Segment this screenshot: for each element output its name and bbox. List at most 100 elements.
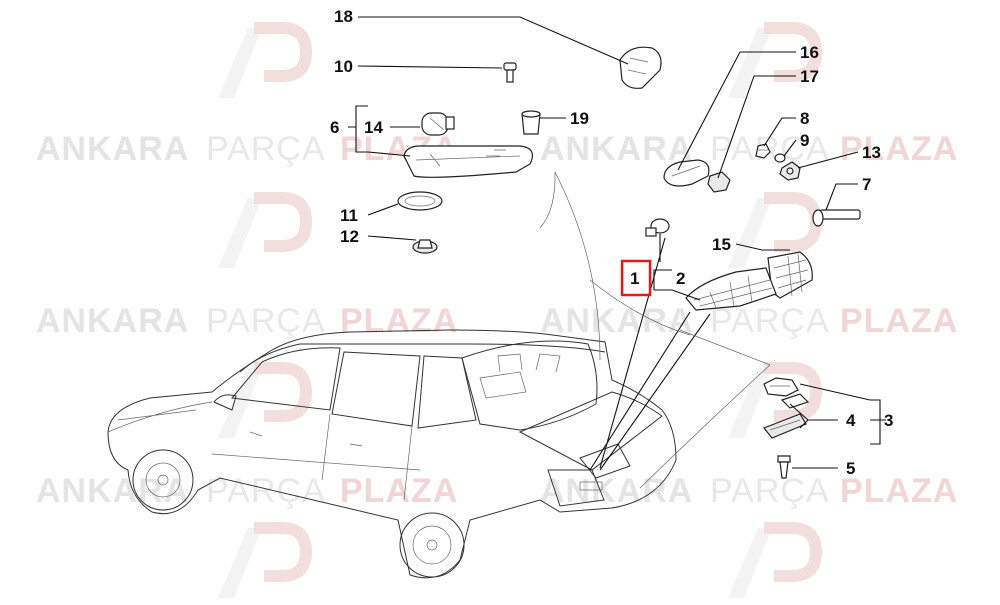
- watermark-logo: [218, 22, 313, 98]
- car-drawing: [107, 329, 677, 579]
- callout-16[interactable]: 16: [800, 43, 819, 62]
- selected-callout-highlight: [620, 259, 652, 297]
- part-1-bulb: [645, 218, 670, 237]
- car-rear-window: [417, 355, 477, 429]
- part-19-holder: [521, 110, 541, 135]
- part-14-bulb: [421, 112, 455, 136]
- watermark-word: ANKARA: [36, 302, 189, 340]
- part-2-tail-lamp-inner: [685, 267, 777, 311]
- watermark-word: PARÇA: [710, 302, 830, 340]
- callout-leaders: [348, 16, 886, 469]
- plate-lamp-curve: [679, 329, 771, 366]
- leader-8: [763, 117, 796, 147]
- roof-lamp-curve: [554, 171, 601, 361]
- callout-17[interactable]: 17: [800, 67, 819, 86]
- car-rear-bumper: [547, 469, 605, 507]
- parts: [397, 46, 861, 479]
- part-12-nut: [412, 239, 438, 254]
- callout-19[interactable]: 19: [570, 109, 589, 128]
- part-7-bolt: [812, 209, 861, 227]
- roof-lamp-curve: [539, 171, 556, 229]
- callout-9[interactable]: 9: [800, 131, 809, 150]
- car-interior-seats: [479, 353, 561, 399]
- watermark-logo: [218, 362, 313, 438]
- callout-15[interactable]: 15: [712, 235, 731, 254]
- callout-14[interactable]: 14: [364, 118, 383, 137]
- watermark-word: PARÇA: [206, 302, 326, 340]
- part-15-tail-lamp-outer: [767, 251, 813, 299]
- leader-9: [783, 139, 797, 157]
- callout-10[interactable]: 10: [334, 57, 353, 76]
- callout-7[interactable]: 7: [862, 175, 871, 194]
- part-5-screw: [777, 455, 791, 479]
- callout-1[interactable]: 1: [630, 269, 639, 288]
- car-plate: [579, 481, 603, 491]
- part-13-nut: [779, 161, 801, 181]
- watermark-word: PLAZA: [840, 302, 958, 340]
- part-17-nut: [707, 171, 731, 193]
- leader-18: [358, 16, 629, 65]
- car-roof-line: [239, 343, 606, 373]
- watermark-row: ANKARA PARÇA PLAZA ANKARA PARÇA PLAZA: [36, 472, 958, 510]
- bracket-3: [870, 399, 886, 445]
- callout-5[interactable]: 5: [846, 459, 855, 478]
- watermark-logos: [218, 22, 823, 598]
- callout-8[interactable]: 8: [800, 109, 809, 128]
- bracket-2: [653, 269, 672, 291]
- car-door-lines: [211, 413, 421, 501]
- part-16-side-lamp: [663, 159, 710, 187]
- watermark-word: ANKARA: [36, 130, 189, 168]
- leader-11: [367, 203, 399, 216]
- callout-11[interactable]: 11: [340, 206, 358, 225]
- part-6-roof-lamp: [403, 145, 533, 178]
- callout-12[interactable]: 12: [340, 227, 359, 246]
- callout-13[interactable]: 13: [862, 143, 881, 162]
- car-trunk-lid: [518, 391, 663, 471]
- watermark-logo: [218, 522, 313, 598]
- leader-16: [677, 51, 796, 171]
- watermark-word: PLAZA: [840, 130, 958, 168]
- plate-lamp-curve: [589, 279, 691, 336]
- watermark-logo: [728, 522, 823, 598]
- leader-17: [717, 75, 796, 179]
- leader-6: [367, 151, 411, 157]
- leader-10: [357, 65, 503, 69]
- leader-3: [799, 383, 871, 401]
- leader-7: [825, 183, 858, 211]
- watermark-logo: [218, 192, 313, 268]
- part-3-plate-housing: [763, 377, 799, 397]
- callout-labels: 18 10 6 14 19 11 12 16 17 8 9 13 7 15 1 …: [330, 7, 893, 478]
- watermark-word: PLAZA: [840, 472, 958, 510]
- part-18-clip: [619, 46, 662, 89]
- leader-2: [671, 289, 701, 301]
- watermark-word: PLAZA: [340, 472, 458, 510]
- leader-15: [735, 243, 790, 251]
- part-11-gasket: [397, 191, 443, 211]
- callout-3[interactable]: 3: [884, 411, 893, 430]
- callout-4[interactable]: 4: [846, 411, 856, 430]
- watermark-word: ANKARA: [36, 472, 189, 510]
- watermark-logo: [728, 22, 823, 98]
- watermark-word: ANKARA: [540, 130, 693, 168]
- car-rear-wheel: [399, 512, 465, 578]
- watermark-word: ANKARA: [540, 472, 693, 510]
- watermark-word: ANKARA: [540, 302, 693, 340]
- leader-4b: [799, 419, 809, 429]
- car-side-mirror: [213, 394, 237, 411]
- part-9-washer: [774, 153, 786, 163]
- leader-13: [797, 151, 859, 169]
- part-4-plate-lens: [763, 393, 810, 439]
- watermark-word: PARÇA: [710, 130, 830, 168]
- car-front-wheel: [132, 449, 194, 511]
- watermark-texts: ANKARA PARÇA PLAZA ANKARA PARÇA PLAZA AN…: [36, 130, 958, 510]
- watermark-word: PARÇA: [206, 130, 326, 168]
- callout-2[interactable]: 2: [676, 269, 685, 288]
- car-windshield: [231, 347, 341, 411]
- callout-18[interactable]: 18: [334, 7, 353, 26]
- watermark-word: PARÇA: [710, 472, 830, 510]
- callout-6[interactable]: 6: [330, 118, 339, 137]
- car-hood-lines: [107, 401, 213, 433]
- part-10-screw: [503, 62, 517, 83]
